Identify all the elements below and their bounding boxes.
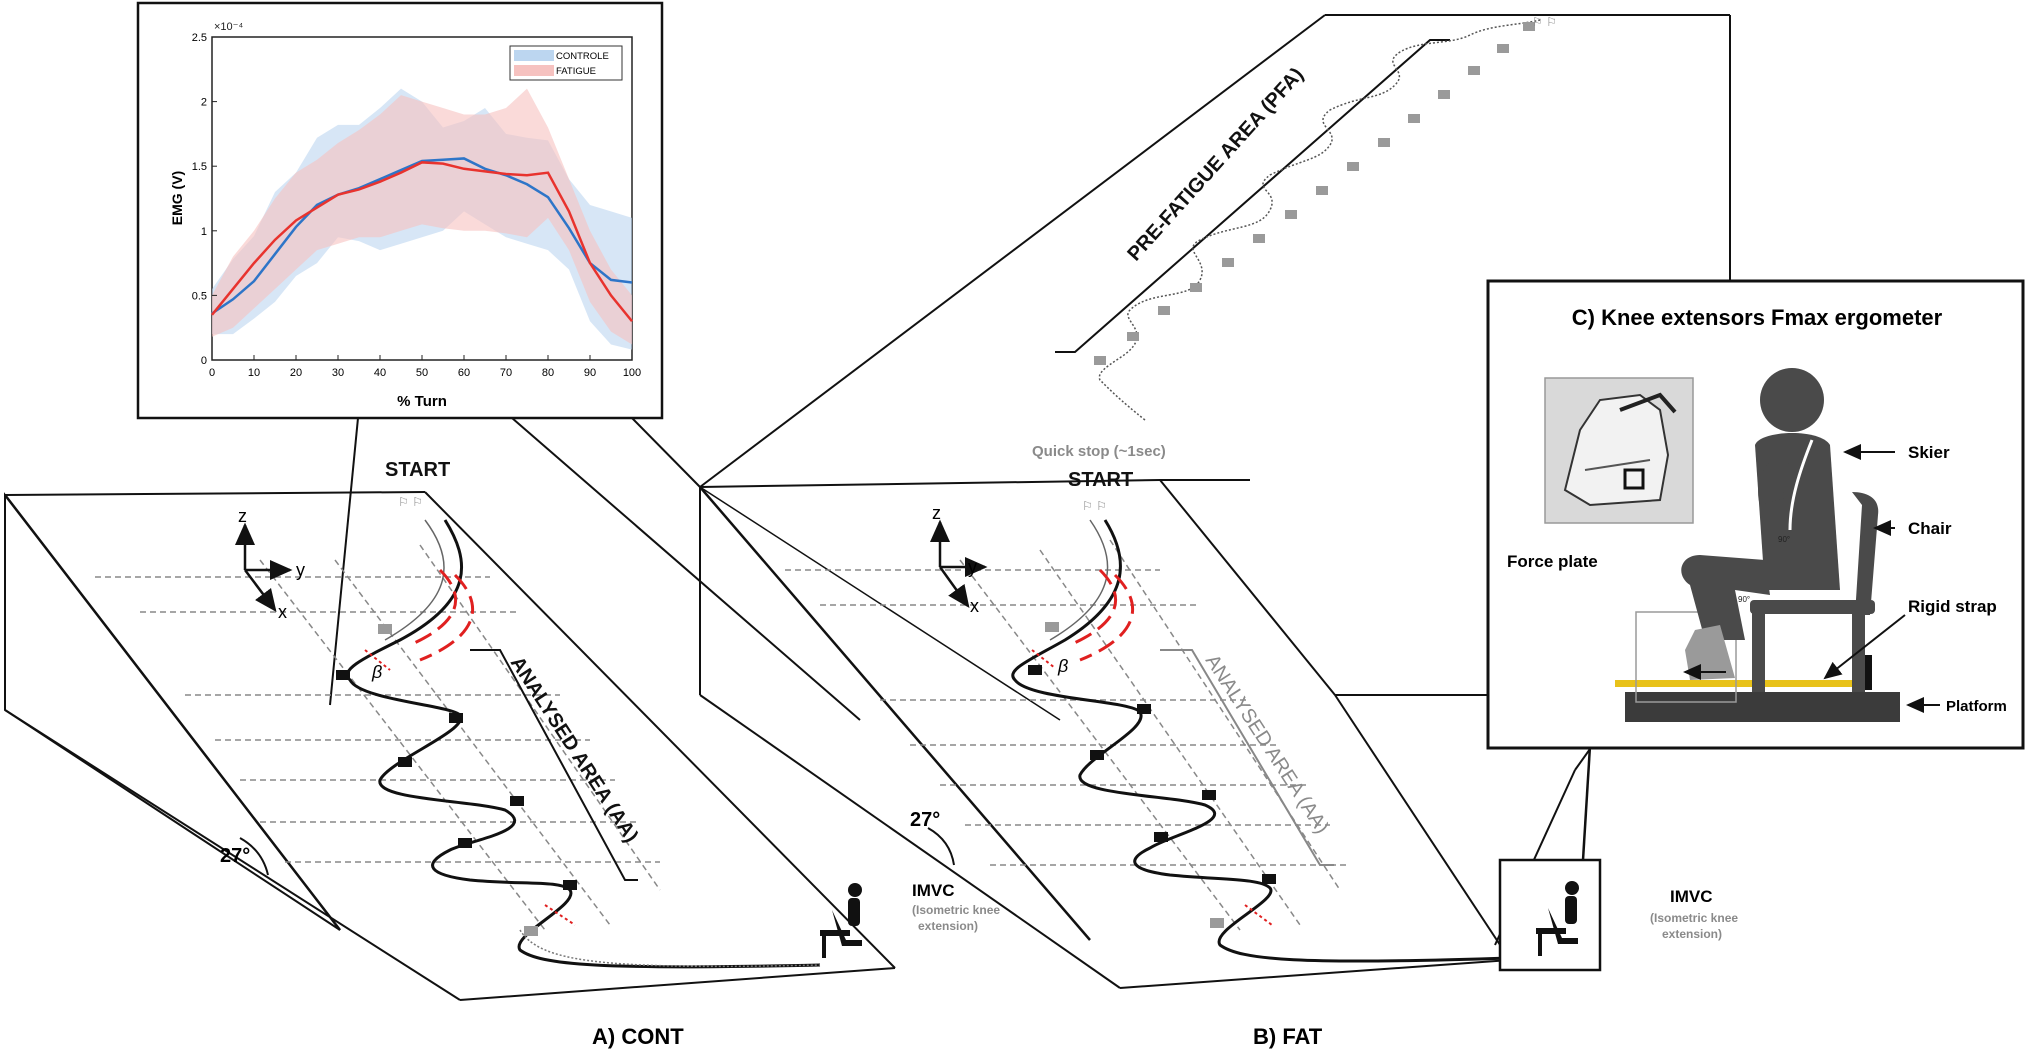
legend-control: CONTROLE	[556, 51, 609, 62]
x-tick-label: 90	[584, 367, 596, 379]
panel-a-cont: ⚐ ⚐ z y x β START ANALYSED AREA (AA) 27°…	[4, 417, 1000, 1049]
caption-b: B) FAT	[1253, 1024, 1323, 1049]
pfa-label: PRE-FATIGUE AREA (PFA)	[1123, 64, 1308, 266]
analysed-area-b: ANALYSED AREA (AA)	[1201, 651, 1333, 838]
imvc-a-sub1: (Isometric knee	[912, 903, 1000, 917]
x-tick-label: 30	[332, 367, 344, 379]
label-force-plate: Force plate	[1507, 552, 1598, 571]
svg-text:⚐ ⚐: ⚐ ⚐	[398, 495, 423, 509]
y-tick-label: 1	[201, 226, 207, 238]
y-tick-label: 2	[201, 97, 207, 109]
band-fatigue	[212, 88, 632, 345]
slope-angle-b: 27°	[910, 809, 940, 831]
imvc-a-sub2: extension)	[918, 919, 978, 933]
label-platform: Platform	[1946, 698, 2007, 715]
axis-b-x: x	[970, 596, 979, 616]
gates-b	[1028, 622, 1276, 928]
svg-text:⚐ ⚐: ⚐ ⚐	[1082, 499, 1107, 513]
panel-c-title: C) Knee extensors Fmax ergometer	[1572, 305, 1943, 330]
line-control	[211, 157, 633, 315]
legend-fatigue: FATIGUE	[556, 66, 596, 77]
axis-a-y: y	[296, 560, 305, 580]
x-tick-label: 80	[542, 367, 554, 379]
imvc-b-sub1: (Isometric knee	[1650, 911, 1738, 925]
quick-stop: Quick stop (~1sec)	[1032, 443, 1166, 460]
x-tick-label: 60	[458, 367, 470, 379]
angle-90-b: 90°	[1738, 595, 1750, 604]
label-rigid-strap: Rigid strap	[1908, 597, 1997, 616]
x-axis-label: % Turn	[397, 393, 447, 410]
x-tick-label: 20	[290, 367, 302, 379]
line-fatigue	[211, 161, 633, 323]
chart-legend: CONTROLE FATIGUE	[509, 45, 623, 81]
x-tick-label: 50	[416, 367, 428, 379]
force-plate-box	[1635, 611, 1737, 703]
pfa-gates	[1094, 22, 1535, 365]
axis-b-z: z	[932, 503, 941, 523]
axes-a	[235, 522, 293, 612]
platform	[1625, 692, 1900, 722]
gates-a	[336, 624, 577, 936]
y-tick-label: 0.5	[192, 290, 207, 302]
y-tick-label: 1.5	[192, 161, 207, 173]
analysed-area-a: ANALYSED AREA (AA)	[506, 653, 642, 847]
imvc-figure-b	[1536, 881, 1579, 956]
imvc-figure-a	[820, 883, 862, 958]
y-tick-label: 2.5	[192, 32, 207, 44]
x-tick-label: 10	[248, 367, 260, 379]
chart-layer: 0 10 20 30 40 50 60 70 80 90 100 0 0.5 1 1.5 2 2.5	[192, 32, 641, 379]
label-chair: Chair	[1908, 519, 1952, 538]
skier-figure	[1681, 368, 1840, 680]
y-exponent: ×10⁻⁴	[214, 21, 243, 33]
axis-a-z: z	[238, 506, 247, 526]
beta-b: β	[1057, 656, 1068, 676]
y-tick-label: 0	[201, 355, 207, 367]
x-tick-label: 0	[209, 367, 215, 379]
slope-angle-a: 27°	[220, 845, 250, 867]
panel-c-ergometer: C) Knee extensors Fmax ergometer 90°	[1486, 279, 2025, 861]
imvc-b-sub2: extension)	[1662, 927, 1722, 941]
axis-b-y: y	[968, 557, 977, 577]
slope-b-grid	[785, 539, 1350, 931]
axes-b	[930, 519, 988, 609]
svg-text:⚐ ⚐: ⚐ ⚐	[1532, 15, 1557, 29]
imvc-a: IMVC	[912, 881, 955, 900]
angle-90-a: 90°	[1778, 535, 1790, 544]
beta-a: β	[371, 662, 382, 682]
pfa-course	[1098, 19, 1541, 421]
legend-swatch-fatigue	[514, 65, 554, 76]
label-skier: Skier	[1908, 443, 1950, 462]
axis-a-x: x	[278, 602, 287, 622]
legend-swatch-control	[514, 50, 554, 61]
x-tick-label: 100	[623, 367, 641, 379]
y-axis-label: EMG (V)	[169, 171, 185, 225]
start-b: START	[1068, 469, 1133, 491]
caption-a: A) CONT	[592, 1024, 684, 1049]
emg-chart: 0 10 20 30 40 50 60 70 80 90 100 0 0.5 1 1.5 2 2.5 ×10⁻⁴…	[136, 1, 664, 420]
slope-a-grid	[95, 544, 661, 931]
x-tick-label: 40	[374, 367, 386, 379]
course-b-line	[1011, 519, 1511, 963]
start-a: START	[385, 459, 450, 481]
x-tick-label: 70	[500, 367, 512, 379]
imvc-b: IMVC	[1670, 887, 1713, 906]
